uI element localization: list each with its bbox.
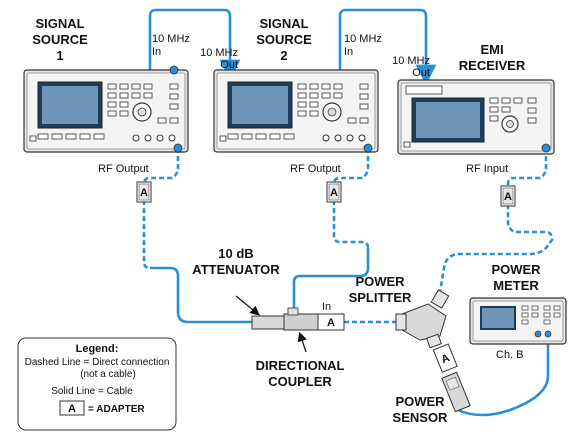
signal-source-2 [213, 69, 379, 153]
ref-label-s1-out: 10 MHz Out [200, 47, 238, 71]
s1-ref-port[interactable] [169, 65, 179, 75]
legend-adapter-symbol [59, 400, 85, 416]
svg-text:In: In [152, 46, 161, 58]
svg-text:10 MHz: 10 MHz [392, 55, 430, 67]
ref-label-s2-out: 10 MHz Out [392, 55, 430, 79]
svg-text:Out: Out [220, 59, 238, 71]
splitter-title: POWER SPLITTER [349, 274, 412, 305]
adapter-label: A [330, 187, 338, 199]
svg-text:Out: Out [412, 67, 430, 79]
meter-channel-b-port[interactable] [544, 330, 552, 338]
legend-title: Legend: [76, 343, 119, 355]
svg-text:10 MHz: 10 MHz [152, 33, 190, 45]
svg-text:SENSOR: SENSOR [393, 410, 449, 425]
power-sensor: A [432, 343, 471, 413]
svg-text:SOURCE: SOURCE [256, 32, 312, 47]
svg-text:In: In [344, 46, 353, 58]
svg-text:10 MHz: 10 MHz [200, 47, 238, 59]
adapter-label: A [140, 187, 148, 199]
receiver-direct-to-adapter [438, 148, 554, 293]
ref-label-s2-in: 10 MHz In [344, 33, 382, 58]
svg-text:SIGNAL: SIGNAL [35, 16, 84, 31]
attenuator [251, 315, 285, 330]
svg-text:SIGNAL: SIGNAL [259, 16, 308, 31]
svg-text:METER: METER [493, 278, 539, 293]
sensor-title: POWER SENSOR [393, 394, 449, 425]
svg-text:RECEIVER: RECEIVER [459, 58, 526, 73]
adapter-label: A [327, 317, 335, 329]
s2-rf-output-port[interactable] [363, 143, 373, 153]
power-meter-title: POWER METER [491, 262, 541, 293]
svg-text:1: 1 [56, 48, 63, 63]
ref-cable-s1-to-s2 [148, 8, 241, 81]
directional-coupler [283, 307, 319, 331]
adapter-label: A [504, 191, 512, 203]
coupler-pointer [297, 331, 307, 353]
s2-port-label: RF Output [290, 163, 341, 175]
s1-rf-output-port[interactable] [173, 143, 183, 153]
adapter-label: A [440, 352, 452, 366]
s1-port-label: RF Output [98, 163, 149, 175]
source2-title: SIGNAL SOURCE 2 [256, 16, 312, 63]
s2-cable-to-coupler [292, 248, 370, 314]
svg-text:EMI: EMI [480, 42, 503, 57]
meter-channel-label: Ch. B [496, 349, 524, 361]
attenuator-title: 10 dB ATTENUATOR [192, 246, 280, 277]
coupler-title: DIRECTIONAL COUPLER [256, 358, 345, 389]
signal-source-1 [23, 65, 189, 153]
svg-text:POWER: POWER [491, 262, 541, 277]
svg-text:SOURCE: SOURCE [32, 32, 88, 47]
adapter-source1: A [136, 181, 152, 203]
receiver-rf-input-port[interactable] [541, 143, 551, 153]
adapter-source2: A [326, 181, 342, 203]
svg-text:ATTENUATOR: ATTENUATOR [192, 262, 280, 277]
svg-text:DIRECTIONAL: DIRECTIONAL [256, 358, 345, 373]
power-splitter [395, 289, 450, 349]
coupler-in-label: In [322, 301, 331, 313]
legend-dashed-note: (not a cable) [80, 369, 136, 380]
receiver-port-label: RF Input [466, 163, 508, 175]
adapter-coupler: A [317, 313, 345, 331]
s1-cable-to-attenuator [150, 266, 252, 324]
svg-text:10 MHz: 10 MHz [344, 33, 382, 45]
ref-cable-s2-to-receiver [338, 8, 437, 86]
adapter-receiver: A [500, 185, 516, 207]
receiver-title: EMI RECEIVER [459, 42, 526, 73]
s2-direct-to-adapter [332, 148, 370, 249]
legend: Legend: Dashed Line = Direct connection … [17, 337, 177, 431]
svg-text:COUPLER: COUPLER [268, 374, 332, 389]
legend-adapter-desc: = ADAPTER [88, 404, 145, 415]
attenuator-pointer [235, 295, 260, 316]
ref-label-s1-in: 10 MHz In [152, 33, 190, 58]
svg-text:2: 2 [280, 48, 287, 63]
svg-text:POWER: POWER [395, 394, 445, 409]
source1-title: SIGNAL SOURCE 1 [32, 16, 88, 63]
svg-text:A: A [68, 403, 76, 415]
svg-text:10 dB: 10 dB [218, 246, 253, 261]
sensor-cable-to-meter [457, 338, 550, 417]
power-meter [469, 297, 567, 345]
legend-dashed: Dashed Line = Direct connection [25, 357, 170, 368]
svg-text:SPLITTER: SPLITTER [349, 290, 412, 305]
emi-receiver [397, 79, 555, 155]
legend-solid: Solid Line = Cable [51, 386, 133, 397]
s1-direct-to-adapter [142, 148, 180, 270]
svg-text:POWER: POWER [355, 274, 405, 289]
